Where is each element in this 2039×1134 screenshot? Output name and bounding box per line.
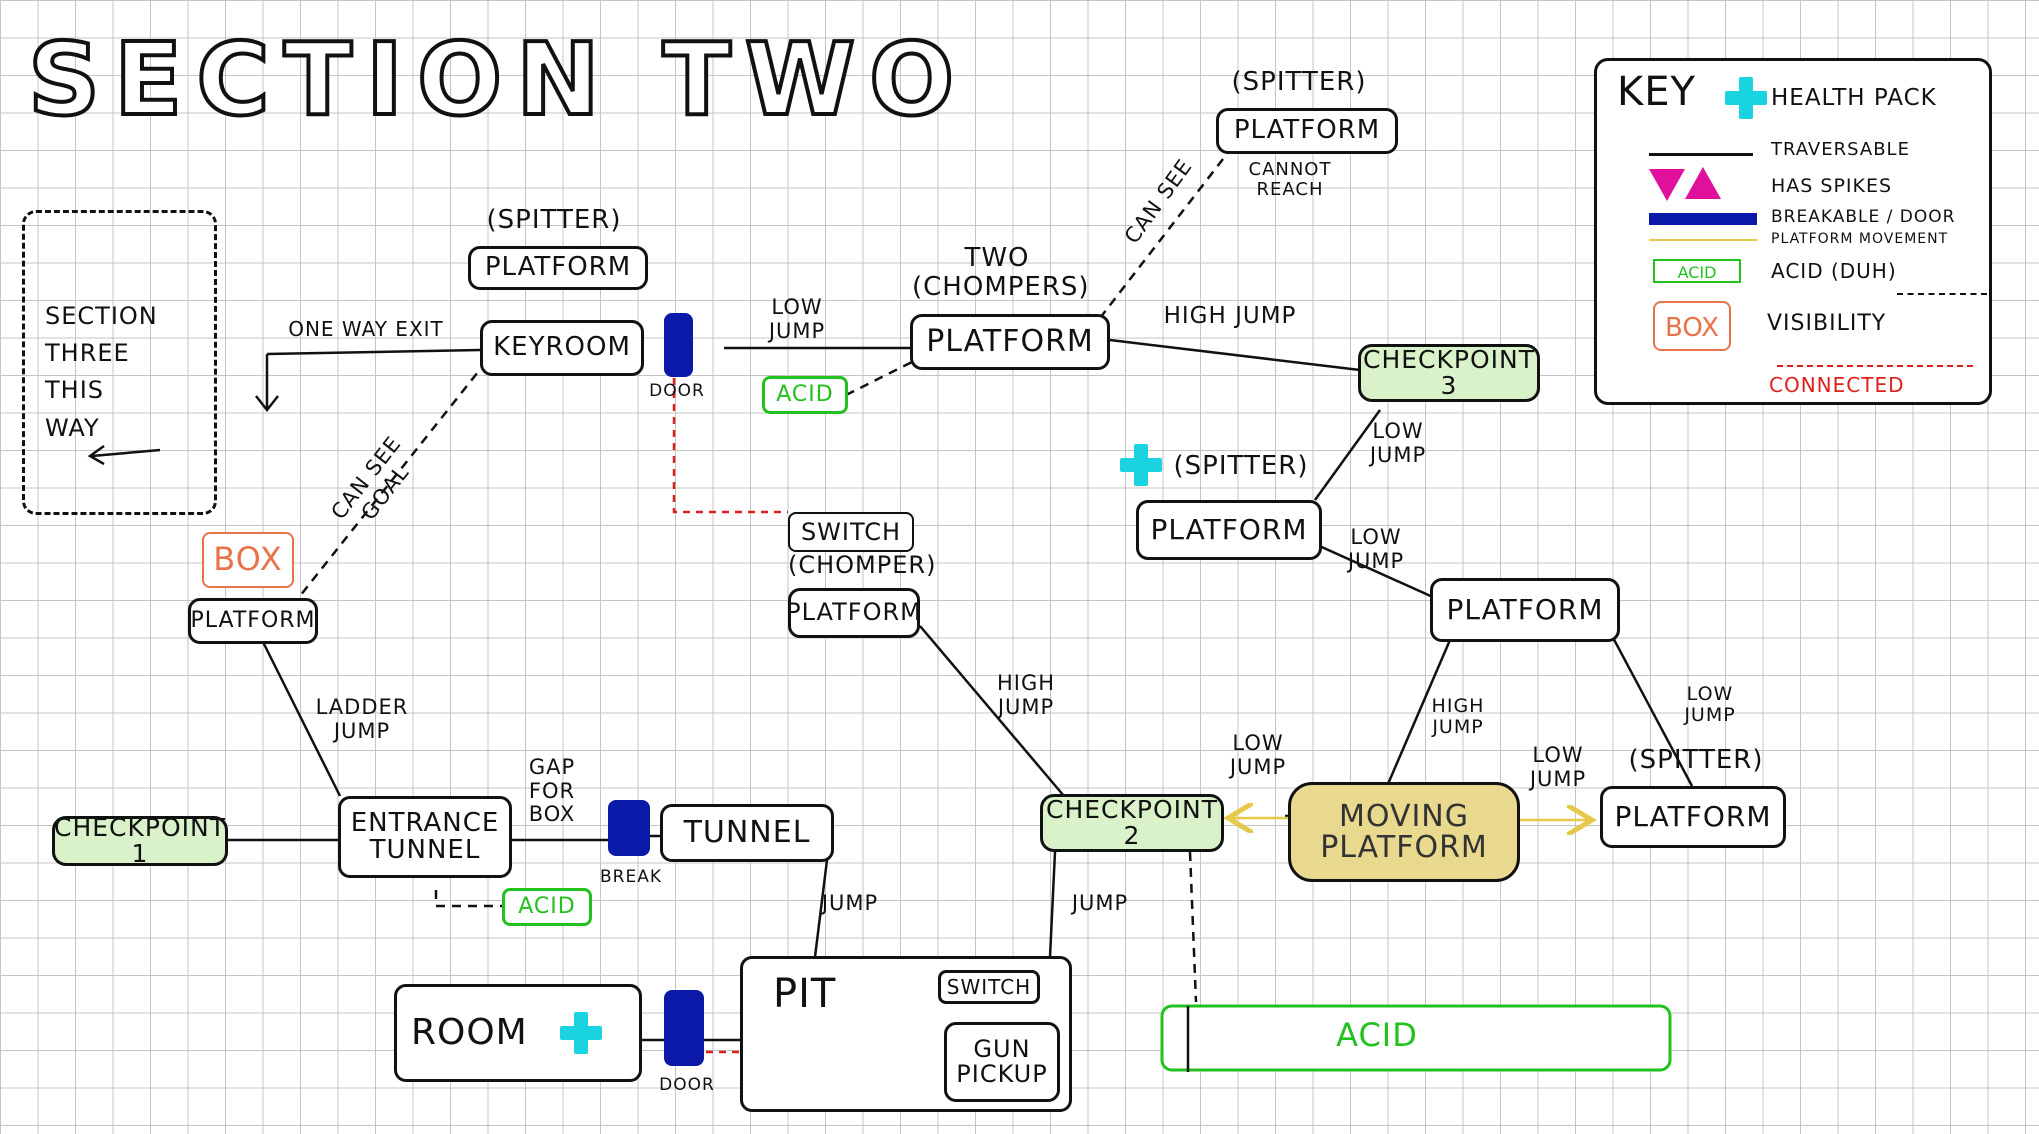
chomper-platform[interactable]: PLATFORM <box>786 588 921 638</box>
legend-acid-sample: ACID <box>1653 259 1741 283</box>
legend-traversable: TRAVERSABLE <box>1771 139 1910 160</box>
spitter-right-platform[interactable]: PLATFORM <box>1600 786 1786 848</box>
checkpoint-3[interactable]: CHECKPOINT 3 <box>1358 344 1540 402</box>
legend-platform-movement: PLATFORM MOVEMENT <box>1771 231 1949 247</box>
door-line-sample <box>1649 213 1757 225</box>
spitter-label-right: (SPITTER) <box>1628 745 1764 775</box>
door-label-top: DOOR <box>649 381 705 401</box>
spitter-label-mid: (SPITTER) <box>1173 451 1309 481</box>
legend-visibility: VISIBILITY <box>1767 311 1887 336</box>
legend-has-spikes: HAS SPIKES <box>1771 175 1893 197</box>
platform-box[interactable]: PLATFORM <box>188 598 318 644</box>
jump-label-cp2: JUMP <box>1071 891 1129 915</box>
checkpoint-1[interactable]: CHECKPOINT 1 <box>52 812 228 868</box>
jump-label-tunnel: JUMP <box>821 891 879 915</box>
one-way-exit-label: ONE WAY EXIT <box>288 317 444 341</box>
health-pack-icon <box>1120 444 1162 486</box>
spitter-mid-platform[interactable]: PLATFORM <box>1136 500 1322 560</box>
keyroom-platform[interactable]: PLATFORM <box>468 246 648 290</box>
low-jump-label-cp3: LOW JUMP <box>1369 419 1427 467</box>
door-icon[interactable] <box>664 313 693 377</box>
section-three-note: SECTION THREE THIS WAY <box>45 302 158 442</box>
low-jump-label-moving: LOW JUMP <box>1529 743 1587 791</box>
legend-title: KEY <box>1617 69 1696 115</box>
legend: KEY HEALTH PACK TRAVERSABLE HAS SPIKES B… <box>1594 58 1992 405</box>
low-jump-label-top: LOW JUMP <box>768 295 826 343</box>
health-pack-icon <box>560 1012 602 1054</box>
right-platform[interactable]: PLATFORM <box>1430 578 1620 642</box>
entrance-tunnel[interactable]: ENTRANCE TUNNEL <box>338 796 512 878</box>
two-chompers-platform[interactable]: PLATFORM <box>910 314 1110 370</box>
legend-connected: CONNECTED <box>1769 373 1905 397</box>
big-acid-label: ACID <box>1336 1016 1418 1054</box>
acid-top: ACID <box>762 376 848 414</box>
checkpoint-2[interactable]: CHECKPOINT 2 <box>1040 794 1224 852</box>
spitter-label-top: (SPITTER) <box>1231 67 1367 97</box>
high-jump-label-mid: HIGH JUMP <box>996 671 1056 719</box>
ladder-jump-label: LADDER JUMP <box>315 695 409 743</box>
high-jump-label-top: HIGH JUMP <box>1163 303 1297 329</box>
room[interactable]: ROOM <box>394 984 642 1082</box>
chomper-label: (CHOMPER) <box>788 551 937 579</box>
pit-switch[interactable]: SWITCH <box>938 970 1040 1004</box>
two-chompers-label: TWO (CHOMPERS) <box>912 243 1090 303</box>
switch-top-label: SWITCH <box>788 512 914 552</box>
traversable-line-sample <box>1649 153 1753 156</box>
tunnel[interactable]: TUNNEL <box>660 804 834 862</box>
visibility-line-sample <box>1897 293 1987 295</box>
low-jump-label-right: LOW JUMP <box>1684 683 1736 727</box>
legend-health-pack: HEALTH PACK <box>1771 85 1937 111</box>
health-pack-icon <box>1725 77 1767 119</box>
low-jump-label-cp2: LOW JUMP <box>1229 731 1287 779</box>
box[interactable]: BOX <box>202 532 294 588</box>
spitter-label-keyroom: (SPITTER) <box>486 205 622 235</box>
spike-up-icon <box>1685 167 1721 199</box>
gun-pickup[interactable]: GUN PICKUP <box>944 1022 1060 1102</box>
movement-line-sample <box>1649 239 1757 241</box>
door-label-bottom: DOOR <box>659 1075 715 1095</box>
legend-box-sample: BOX <box>1653 301 1731 351</box>
page-title: SECTION TWO <box>26 21 969 138</box>
moving-platform[interactable]: MOVING PLATFORM <box>1288 782 1520 882</box>
spike-down-icon <box>1649 169 1685 201</box>
legend-acid: ACID (DUH) <box>1771 259 1897 283</box>
low-jump-label-mid: LOW JUMP <box>1347 525 1405 573</box>
break-label: BREAK <box>600 867 662 887</box>
keyroom[interactable]: KEYROOM <box>480 320 644 376</box>
section-three-exit-area <box>22 210 217 515</box>
door-icon[interactable] <box>664 990 704 1066</box>
gap-for-box-label: GAP FOR BOX <box>528 755 576 827</box>
legend-breakable-door: BREAKABLE / DOOR <box>1771 207 1956 227</box>
high-jump-label-right: HIGH JUMP <box>1431 695 1485 739</box>
spitter-top-platform[interactable]: PLATFORM <box>1216 108 1398 154</box>
door-icon[interactable] <box>608 800 650 856</box>
acid-entrance: ACID <box>502 888 592 926</box>
connected-line-sample <box>1777 365 1973 367</box>
cannot-reach-label: CANNOT REACH <box>1248 159 1332 201</box>
